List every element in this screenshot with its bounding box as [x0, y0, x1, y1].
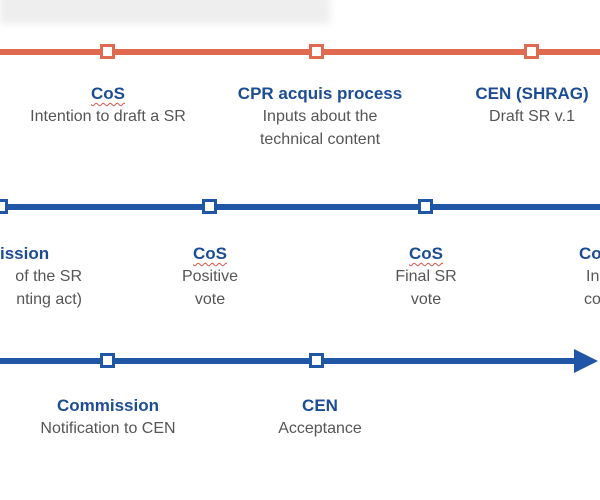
milestone-title: ission: [0, 244, 50, 263]
faded-heading: [0, 0, 330, 24]
milestone-desc: Intention to draft a SR: [30, 108, 186, 125]
milestone-desc: Final SR: [395, 268, 457, 285]
timeline-blue: [0, 204, 600, 210]
milestone-title: CEN: [302, 396, 338, 415]
milestone-marker: [100, 44, 115, 59]
milestone-title: CoS: [91, 84, 125, 103]
milestone-label: CoS Positive vote: [182, 243, 238, 311]
milestone-title: CoS: [408, 244, 443, 263]
milestone-marker: [524, 44, 539, 59]
milestone-marker: [309, 44, 324, 59]
milestone-desc: Notification to CEN: [40, 420, 176, 437]
milestone-title: CEN (SHRAG): [475, 84, 589, 103]
milestone-label: CPR acquis process Inputs about the tech…: [238, 83, 402, 151]
timeline-orange: [0, 49, 600, 55]
arrow-head-icon: [574, 349, 598, 373]
milestone-marker: [0, 199, 8, 214]
milestone-marker: [100, 353, 115, 368]
milestone-desc: technical content: [259, 131, 381, 148]
milestone-desc: Acceptance: [278, 420, 362, 437]
milestone-desc: nting act): [16, 291, 82, 308]
milestone-desc: vote: [194, 291, 226, 308]
milestone-title: Co: [579, 244, 600, 263]
milestone-desc: vote: [410, 291, 442, 308]
milestone-marker: [309, 353, 324, 368]
milestone-label: CoS Final SR vote: [395, 243, 456, 311]
milestone-label: CoS Intention to draft a SR: [30, 83, 186, 128]
milestone-desc: co: [584, 291, 600, 308]
milestone-title: CoS: [193, 244, 227, 263]
milestone-marker: [202, 199, 217, 214]
milestone-desc: Draft SR v.1: [489, 108, 575, 125]
milestone-label-partial: Co In co: [579, 243, 600, 311]
milestone-title: CPR acquis process: [237, 84, 403, 103]
milestone-desc: In: [586, 268, 600, 285]
milestone-title: Commission: [56, 396, 160, 415]
milestone-label: Commission Notification to CEN: [40, 395, 175, 440]
milestone-desc: of the SR: [15, 268, 82, 285]
timeline-blue-arrow: [0, 358, 580, 364]
milestone-label: CEN (SHRAG) Draft SR v.1: [475, 83, 588, 128]
milestone-label-partial: ission of the SR nting act): [0, 243, 82, 311]
milestone-label: CEN Acceptance: [278, 395, 362, 440]
milestone-marker: [418, 199, 433, 214]
milestone-desc: Inputs about the: [262, 108, 378, 125]
milestone-desc: Positive: [181, 268, 239, 285]
